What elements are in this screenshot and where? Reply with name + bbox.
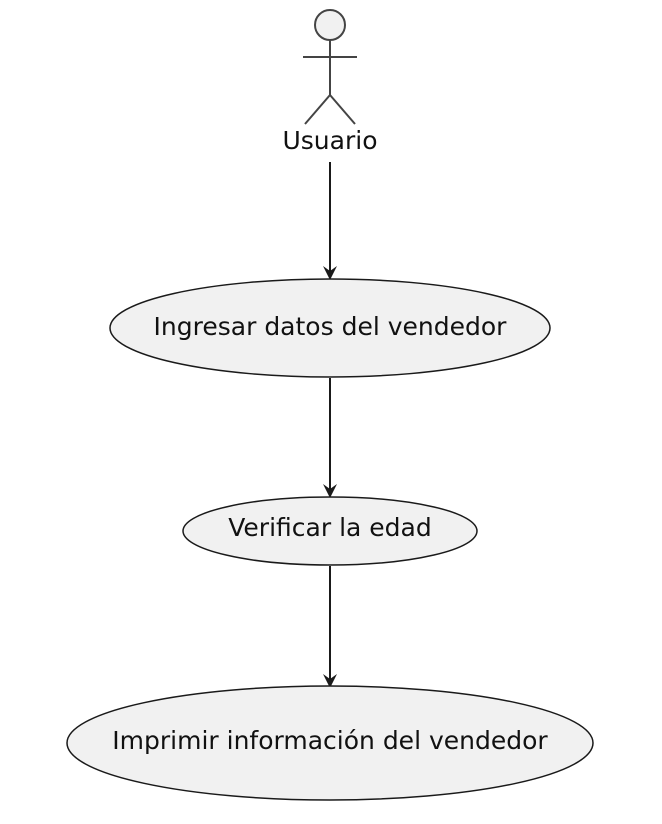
- actor-figure-icon: [303, 9, 357, 125]
- actor-left-leg: [304, 94, 331, 125]
- use-case-ellipse-imprimir: [66, 685, 594, 801]
- use-case-label-imprimir: Imprimir información del vendedor: [112, 726, 548, 755]
- use-case-ellipse-ingresar: [109, 278, 551, 378]
- use-case-ellipse-verificar: [182, 496, 478, 566]
- use-case-label-ingresar: Ingresar datos del vendedor: [153, 312, 507, 341]
- actor-label: Usuario: [282, 126, 378, 155]
- use-case-label-verificar: Verificar la edad: [228, 513, 432, 542]
- actor-right-leg: [329, 94, 356, 125]
- actor-head: [314, 9, 346, 41]
